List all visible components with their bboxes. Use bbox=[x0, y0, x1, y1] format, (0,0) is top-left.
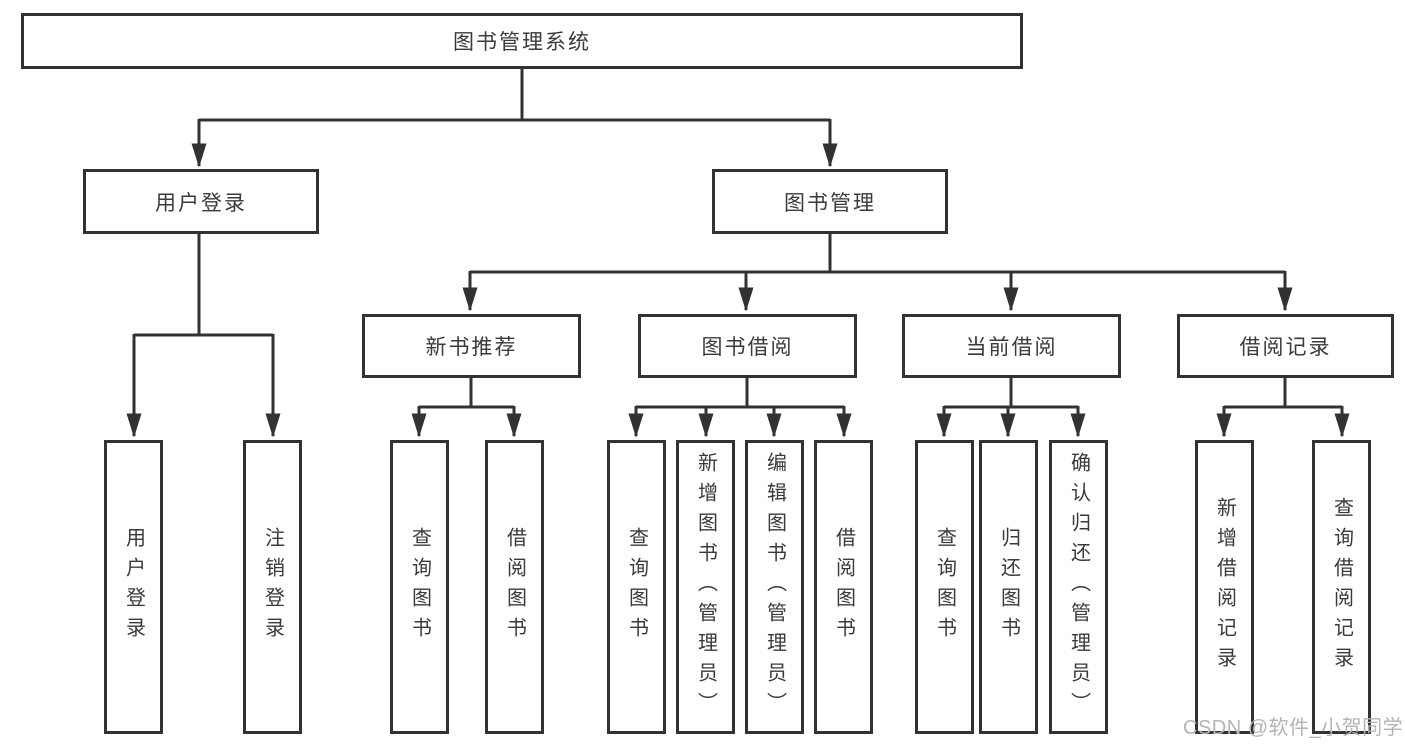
leaf-borrow-books-borrowing: 借阅图书 bbox=[814, 440, 873, 734]
leaf-query-books-current: 查询图书 bbox=[915, 440, 974, 734]
leaf-return-books: 归还图书 bbox=[979, 440, 1038, 734]
node-current-borrowing: 当前借阅 bbox=[902, 314, 1121, 378]
leaf-add-borrow-record: 新增借阅记录 bbox=[1195, 440, 1254, 734]
node-root: 图书管理系统 bbox=[21, 13, 1023, 69]
leaf-query-books-recommend: 查询图书 bbox=[390, 440, 449, 734]
node-borrowing-records: 借阅记录 bbox=[1177, 314, 1394, 378]
node-book-borrowing: 图书借阅 bbox=[638, 314, 857, 378]
node-user-login: 用户登录 bbox=[83, 169, 319, 234]
leaf-borrow-books-recommend: 借阅图书 bbox=[485, 440, 544, 734]
node-book-management: 图书管理 bbox=[712, 169, 948, 234]
leaf-logout: 注销登录 bbox=[243, 440, 302, 734]
leaf-user-login: 用户登录 bbox=[104, 440, 163, 734]
leaf-edit-book-admin: 编辑图书（管理员） bbox=[745, 440, 804, 734]
leaf-query-books-borrowing: 查询图书 bbox=[607, 440, 666, 734]
watermark: CSDN @软件_小贺同学 bbox=[1183, 717, 1404, 739]
leaf-add-book-admin: 新增图书（管理员） bbox=[676, 440, 735, 734]
leaf-confirm-return-admin: 确认归还（管理员） bbox=[1049, 440, 1108, 734]
node-new-book-recommend: 新书推荐 bbox=[362, 314, 581, 378]
leaf-query-borrow-record: 查询借阅记录 bbox=[1312, 440, 1371, 734]
